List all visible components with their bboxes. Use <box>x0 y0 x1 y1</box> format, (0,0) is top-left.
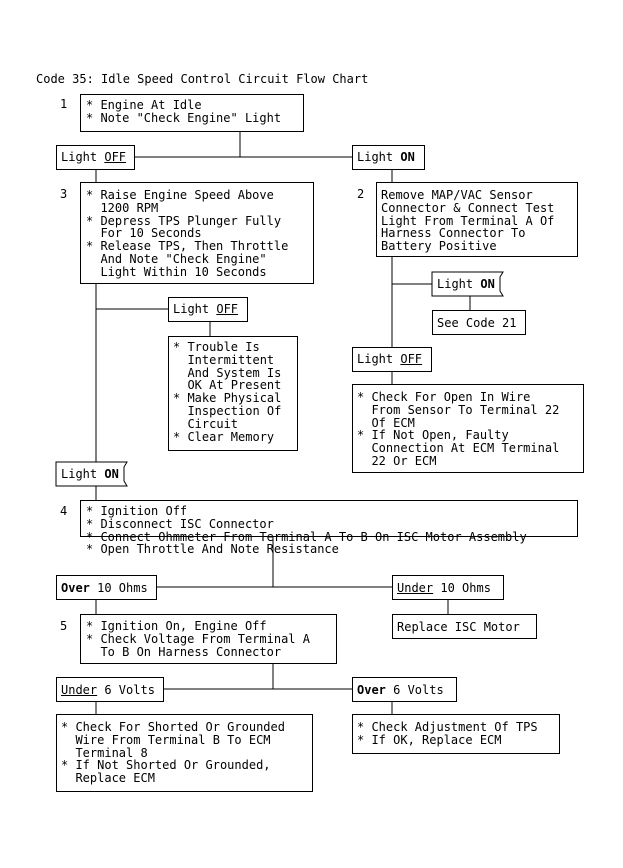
off-word: OFF <box>104 150 127 164</box>
step-3-text: * Raise Engine Speed Above 1200 RPM * De… <box>86 188 289 279</box>
label-light-off-mid <box>168 297 248 322</box>
volts-suffix: 6 Volts <box>97 683 155 697</box>
over-word: Over <box>61 581 90 595</box>
step-1-text: * Engine At Idle * Note "Check Engine" L… <box>86 98 282 125</box>
step-number-2: 2 <box>357 187 365 201</box>
shorted-wire-box <box>56 714 313 792</box>
intermittent-text: * Trouble Is Intermittent And System Is … <box>173 340 282 444</box>
open-wire-box <box>352 384 584 473</box>
label-under-6-volts <box>56 677 164 702</box>
label-under-6-volts-text: Under 6 Volts <box>61 683 155 697</box>
step-4-text: * Ignition Off * Disconnect ISC Connecto… <box>86 504 527 557</box>
step-4-box <box>80 500 578 537</box>
chart-title: Code 35: Idle Speed Control Circuit Flow… <box>36 72 369 86</box>
label-light-off-top <box>56 145 135 170</box>
on-word: ON <box>480 277 495 291</box>
light-word: Light <box>173 302 210 316</box>
over-word: Over <box>357 683 386 697</box>
step-1-box <box>80 94 304 132</box>
ohms-suffix: 10 Ohms <box>433 581 491 595</box>
intermittent-box <box>168 336 298 451</box>
label-frame-light-on-mid <box>431 271 504 297</box>
off-word: OFF <box>216 302 239 316</box>
label-under-10-ohms <box>392 575 504 600</box>
light-word: Light <box>61 467 98 481</box>
light-word: Light <box>437 277 474 291</box>
light-word: Light <box>357 150 394 164</box>
step-number-4: 4 <box>60 504 68 518</box>
light-word: Light <box>357 352 394 366</box>
replace-isc-motor-text: Replace ISC Motor <box>397 620 520 634</box>
shorted-wire-text: * Check For Shorted Or Grounded Wire Fro… <box>61 720 285 786</box>
label-light-off-right <box>352 347 432 372</box>
open-wire-text: * Check For Open In Wire From Sensor To … <box>357 390 560 468</box>
tps-check-text: * Check Adjustment Of TPS * If OK, Repla… <box>357 720 538 747</box>
step-3-box <box>80 182 314 284</box>
label-over-10-ohms-text: Over 10 Ohms <box>61 581 148 595</box>
step-number-5: 5 <box>60 619 68 633</box>
step-2-box <box>376 182 578 257</box>
label-frame-light-on-lower <box>55 461 128 487</box>
step-2-text: Remove MAP/VAC Sensor Connector & Connec… <box>381 188 555 254</box>
label-light-on-lower-text: Light ON <box>61 467 119 481</box>
label-under-10-ohms-text: Under 10 Ohms <box>397 581 491 595</box>
under-word: Under <box>397 581 434 595</box>
label-over-6-volts-text: Over 6 Volts <box>357 683 444 697</box>
label-light-off-right-text: Light OFF <box>357 352 422 366</box>
step-number-1: 1 <box>60 97 68 111</box>
label-light-on-top <box>352 145 425 170</box>
label-light-on-mid-text: Light ON <box>437 277 495 291</box>
label-light-off-top-text: Light OFF <box>61 150 126 164</box>
under-word: Under <box>61 683 98 697</box>
light-word: Light <box>61 150 98 164</box>
tps-check-box <box>352 714 560 754</box>
step-number-3: 3 <box>60 187 68 201</box>
ohms-suffix: 10 Ohms <box>89 581 148 595</box>
step-5-box <box>80 614 337 664</box>
label-over-10-ohms <box>56 575 157 600</box>
see-code-21-text: See Code 21 <box>437 316 517 330</box>
see-code-21-box <box>432 310 526 335</box>
label-light-on-top-text: Light ON <box>357 150 415 164</box>
step-5-text: * Ignition On, Engine Off * Check Voltag… <box>86 619 310 659</box>
on-word: ON <box>400 150 415 164</box>
off-word: OFF <box>400 352 423 366</box>
on-word: ON <box>104 467 119 481</box>
label-over-6-volts <box>352 677 457 702</box>
replace-isc-motor-box <box>392 614 537 639</box>
volts-suffix: 6 Volts <box>385 683 444 697</box>
label-light-off-mid-text: Light OFF <box>173 302 238 316</box>
